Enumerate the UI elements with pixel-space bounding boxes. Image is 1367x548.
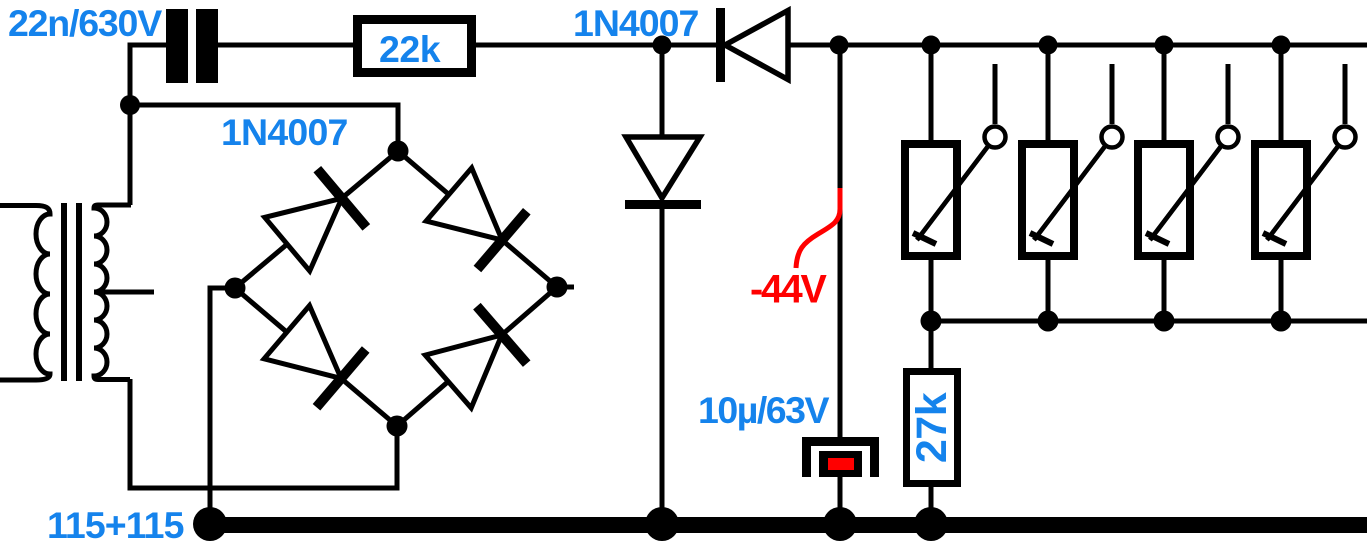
svg-text:22n/630V: 22n/630V — [8, 2, 162, 44]
svg-text:-44V: -44V — [750, 268, 827, 312]
svg-text:27k: 27k — [908, 392, 956, 463]
svg-text:1N4007: 1N4007 — [573, 2, 699, 44]
svg-text:10µ/63V: 10µ/63V — [698, 389, 829, 431]
svg-text:115+115: 115+115 — [47, 504, 184, 546]
svg-text:1N4007: 1N4007 — [221, 111, 348, 153]
svg-text:22k: 22k — [379, 28, 441, 70]
